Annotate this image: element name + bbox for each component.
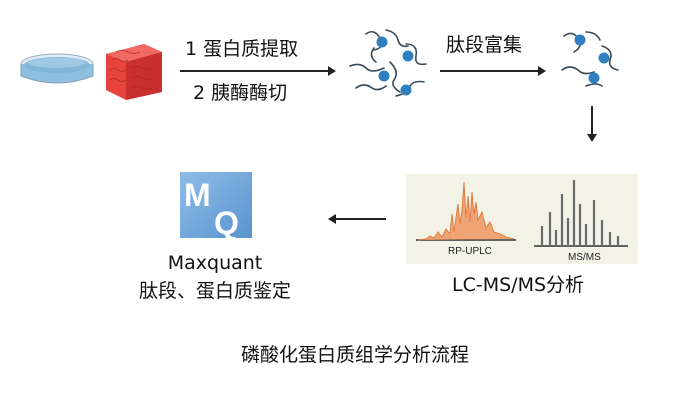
petri-dish-icon: [20, 53, 94, 84]
arrow-right-icon: [180, 66, 336, 76]
lcms-analysis-label: LC-MS/MS分析: [452, 274, 585, 296]
enriched-phosphopeptide-icon: [561, 31, 619, 87]
peptide-mixture-icon: [349, 29, 427, 97]
maxquant-logo: M Q: [180, 172, 252, 238]
step-protein-extraction-label: 1 蛋白质提取: [185, 38, 299, 60]
arrow-down-icon: [587, 106, 597, 142]
workflow-caption: 磷酸化蛋白质组学分析流程: [240, 344, 469, 366]
step-peptide-enrichment-label: 肽段富集: [446, 34, 523, 56]
rp-uplc-trace: [417, 181, 515, 241]
tissue-block-icon: [106, 44, 162, 100]
rp-uplc-label: RP-UPLC: [448, 246, 492, 257]
step-trypsin-digestion-label: 2 胰酶酶切: [193, 82, 288, 104]
svg-text:Q: Q: [214, 205, 239, 238]
maxquant-name: Maxquant: [167, 252, 263, 274]
arrow-left-icon: [328, 214, 386, 224]
lcms-spectrum-panel: RP-UPLC MS/MS: [406, 174, 638, 264]
arrow-right-icon: [440, 66, 546, 76]
svg-text:M: M: [184, 177, 211, 213]
maxquant-task-label: 肽段、蛋白质鉴定: [138, 280, 291, 302]
ms-ms-label: MS/MS: [568, 252, 601, 263]
